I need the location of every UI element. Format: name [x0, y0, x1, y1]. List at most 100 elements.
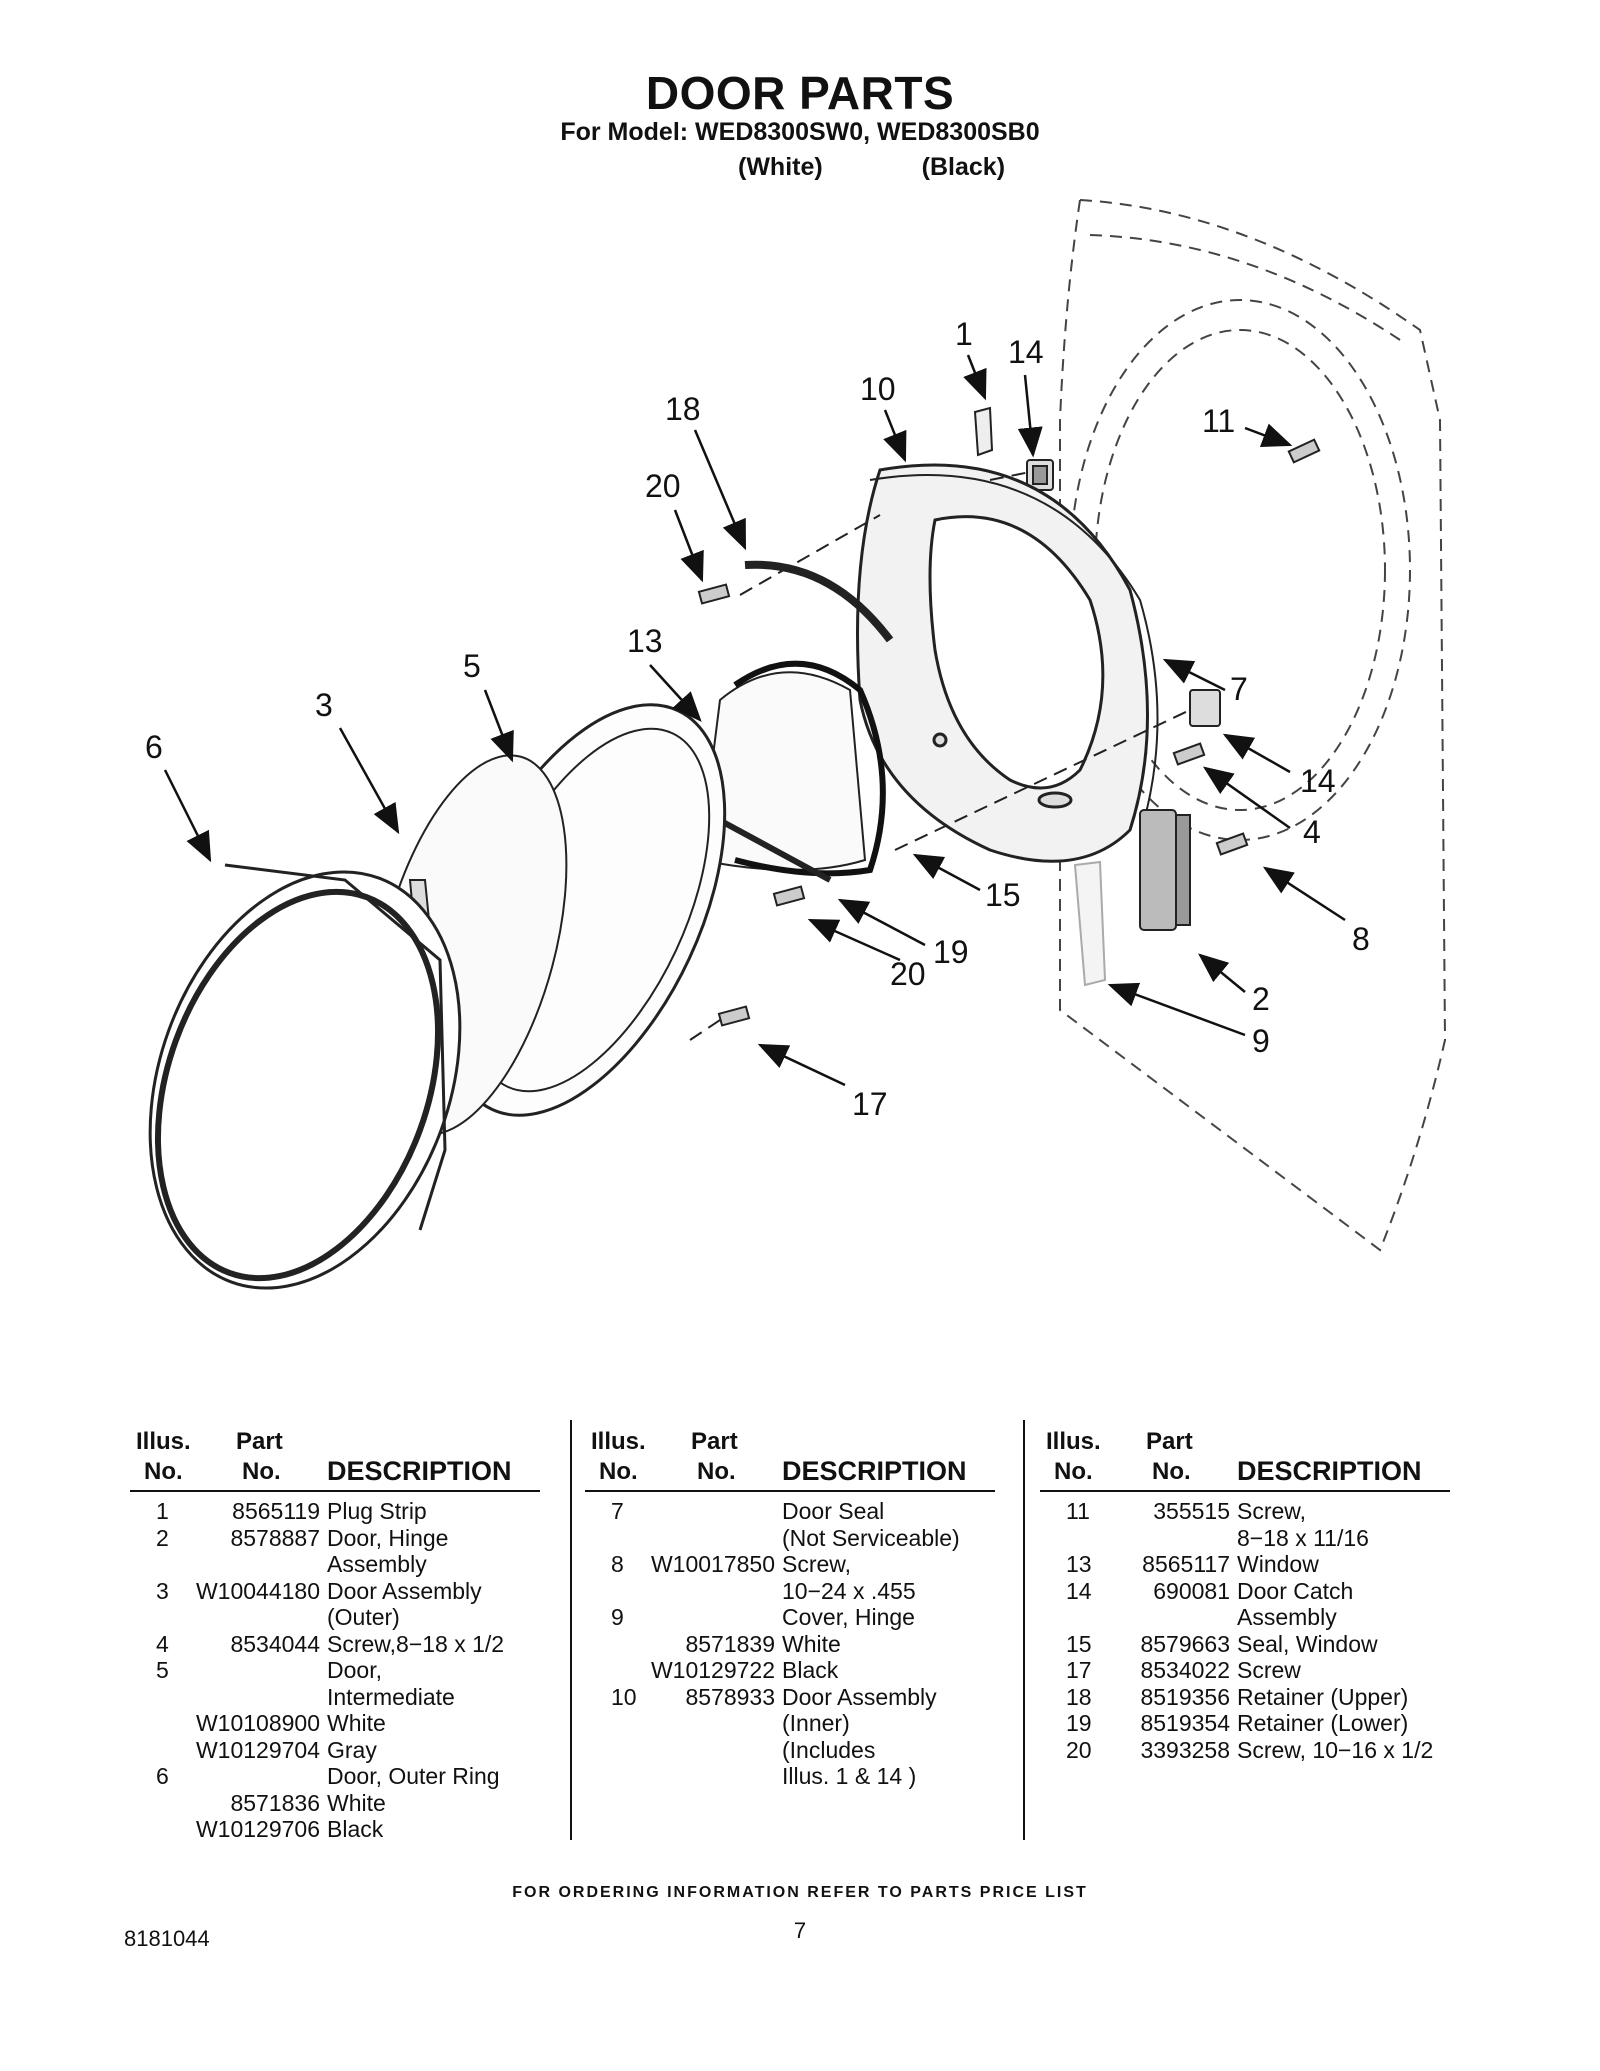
callout-11: 11 — [1202, 403, 1235, 439]
retainer-lower — [708, 812, 832, 883]
callout-20-lower: 20 — [890, 956, 926, 992]
part-description: Retainer (Lower) — [1237, 1710, 1409, 1736]
callout-20-top: 20 — [645, 468, 681, 504]
callout-9: 9 — [1252, 1023, 1270, 1059]
illus-header-top: Illus. — [136, 1428, 191, 1455]
illus-header-top: Illus. — [591, 1428, 646, 1455]
illus-number: 5 — [156, 1657, 169, 1683]
part-description: Door Assembly — [327, 1577, 482, 1604]
table-row: (Not Serviceable) — [585, 1525, 995, 1552]
part-number: W10044180 — [195, 1577, 320, 1604]
part-description: Black — [327, 1816, 384, 1842]
callout-5: 5 — [463, 648, 481, 684]
column-divider — [570, 1420, 572, 1840]
screw-20-upper — [697, 583, 731, 605]
illus-number: 2 — [156, 1524, 169, 1551]
part-number: 8565117 — [1142, 1551, 1230, 1577]
part-description: Screw, — [782, 1551, 852, 1577]
outer-ring-door — [148, 863, 462, 1290]
table-header: Illus. No. Part No. DESCRIPTION — [130, 1420, 540, 1492]
illus-number: 10 — [611, 1683, 637, 1710]
table-row: 8571836 White — [130, 1790, 540, 1817]
illus-number: 17 — [1066, 1657, 1092, 1683]
callout-17: 17 — [852, 1086, 888, 1122]
table-row: Assembly — [1040, 1604, 1450, 1631]
retainer-upper — [744, 560, 894, 643]
part-number: 8571836 — [230, 1789, 320, 1816]
table-row: (Inner) — [585, 1710, 995, 1737]
page-title: DOOR PARTS — [645, 67, 955, 119]
part-description: Door Seal — [782, 1498, 885, 1524]
callout-13: 13 — [627, 623, 663, 659]
part-number: 8519356 — [1140, 1683, 1230, 1710]
exploded-door-diagram: 1 14 10 18 11 20 13 5 3 6 7 14 4 8 15 19… — [145, 198, 1447, 1290]
description-header: DESCRIPTION — [1237, 1456, 1422, 1486]
illus-header-top: Illus. — [1046, 1428, 1101, 1455]
table-row: W10129706 Black — [130, 1816, 540, 1843]
hinge-cover — [1073, 860, 1107, 987]
screw-11 — [1287, 438, 1321, 464]
callout-3: 3 — [315, 687, 333, 723]
callout-8: 8 — [1352, 921, 1370, 957]
illus-number: 8 — [611, 1551, 624, 1577]
part-header-bottom: No. — [242, 1458, 281, 1485]
window — [698, 671, 867, 871]
part-description: White — [327, 1710, 386, 1736]
part-description: Door, Hinge — [327, 1524, 449, 1551]
description-header: DESCRIPTION — [782, 1456, 967, 1486]
part-number: W10129706 — [195, 1816, 320, 1842]
part-number: W10017850 — [650, 1551, 775, 1577]
part-description: White — [327, 1789, 386, 1816]
illus-number: 19 — [1066, 1710, 1092, 1736]
part-number: W10129704 — [195, 1736, 320, 1763]
callout-14-lower: 14 — [1300, 763, 1336, 799]
part-description: (Outer) — [327, 1604, 400, 1630]
document-number: 8181044 — [124, 1926, 210, 1951]
table-row: (Outer) — [130, 1604, 540, 1631]
hinge-assembly — [1139, 809, 1191, 931]
part-number: W10108900 — [195, 1710, 320, 1736]
part-description: Black — [782, 1657, 839, 1683]
part-description: Window — [1237, 1551, 1319, 1577]
part-number: 8571839 — [685, 1630, 775, 1657]
model-subtitle: For Model: WED8300SW0, WED8300SB0 — [560, 118, 1040, 146]
callout-6: 6 — [145, 729, 163, 765]
callout-4: 4 — [1303, 814, 1321, 850]
table-row: (Includes — [585, 1737, 995, 1764]
illus-number: 6 — [156, 1763, 169, 1789]
screw-20-lower — [772, 885, 806, 907]
part-description: (Not Serviceable) — [782, 1524, 960, 1551]
part-description: Screw,8−18 x 1/2 — [327, 1630, 505, 1657]
part-description: Door Catch — [1237, 1577, 1354, 1604]
illus-number: 4 — [156, 1630, 169, 1657]
part-description: Seal, Window — [1237, 1630, 1378, 1657]
leader-arrows — [163, 354, 1346, 1087]
callout-18: 18 — [665, 391, 701, 427]
illus-number: 14 — [1066, 1577, 1092, 1604]
illus-header-bottom: No. — [599, 1458, 638, 1485]
part-description: Illus. 1 & 14 ) — [782, 1763, 917, 1789]
part-description: Cover, Hinge — [782, 1604, 915, 1630]
part-number: 8565119 — [232, 1498, 320, 1524]
table-row: 8 W10017850 Screw, — [585, 1551, 995, 1578]
part-number: 8579663 — [1140, 1630, 1230, 1657]
callout-7: 7 — [1230, 671, 1248, 707]
table-row: 8−18 x 11/16 — [1040, 1525, 1450, 1552]
part-description: Intermediate — [327, 1683, 455, 1710]
part-description: (Inner) — [782, 1710, 850, 1736]
screw-4 — [1172, 742, 1206, 766]
